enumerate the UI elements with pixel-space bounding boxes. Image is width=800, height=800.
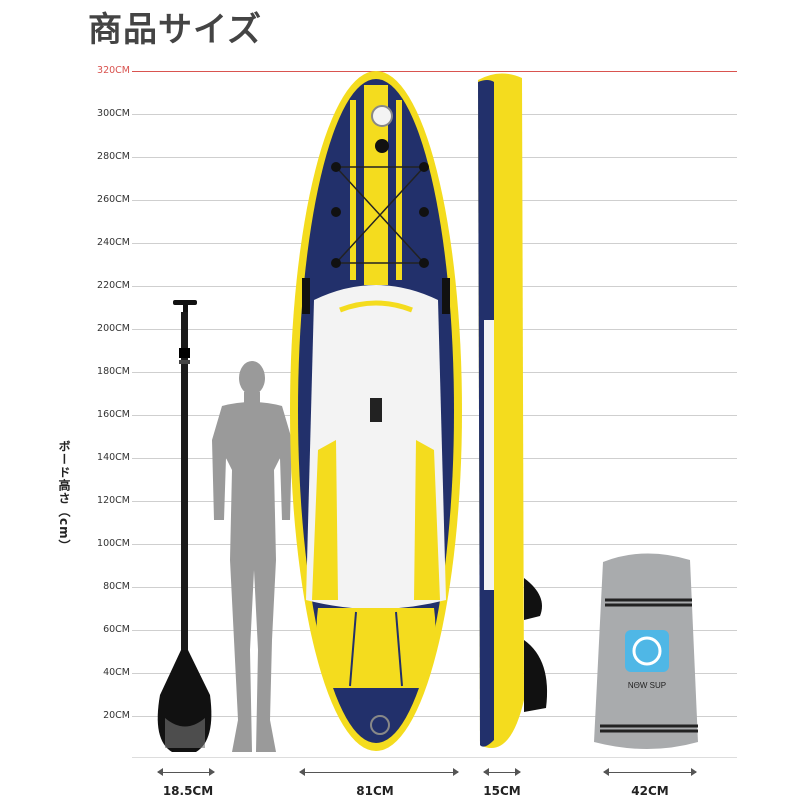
height-tick-label: 120CM [97,495,130,506]
height-tick-label: 140CM [97,452,130,463]
paddle-width-arrow [157,768,215,776]
height-tick-label: 180CM [97,366,130,377]
board-valve [371,105,393,127]
height-tick-label: 60CM [103,624,130,635]
page-title: 商品サイズ [88,10,262,50]
height-tick-label: 280CM [97,151,130,162]
height-tick-label: 160CM [97,409,130,420]
gridline [132,114,737,115]
height-tick-label: 220CM [97,280,130,291]
board-width-arrow [299,768,459,776]
height-tick-label: 240CM [97,237,130,248]
paddle-handle [173,300,197,315]
gridline [132,673,737,674]
board-thickness-arrow [483,768,521,776]
bag-logo-tile [625,630,669,672]
height-tick-label: 80CM [103,581,130,592]
height-tick-label: 260CM [97,194,130,205]
height-tick-label: 200CM [97,323,130,334]
board-tail-pad [316,608,436,688]
baseline [132,757,737,758]
height-tick-label: 320CM [97,65,130,76]
bag-width-arrow [603,768,697,776]
bag-logo-text: NΘW SUP [628,681,666,690]
height-tick-label: 20CM [103,710,130,721]
height-tick-label: 100CM [97,538,130,549]
bag-width-label: 42CM [631,784,669,798]
gridline [132,157,737,158]
paddle-width-label: 18.5CM [162,784,214,798]
bungee-cords [335,166,425,264]
height-tick-label: 40CM [103,667,130,678]
board-deck-pad [306,285,446,609]
gridline [132,716,737,717]
paddle-shaft [181,312,188,652]
gridline [132,71,737,72]
vertical-axis-label: ボード高さ（cm） [57,440,71,553]
board-thickness-label: 15CM [483,784,521,798]
board-width-label: 81CM [356,784,394,798]
height-tick-label: 300CM [97,108,130,119]
board-fin [524,640,548,712]
